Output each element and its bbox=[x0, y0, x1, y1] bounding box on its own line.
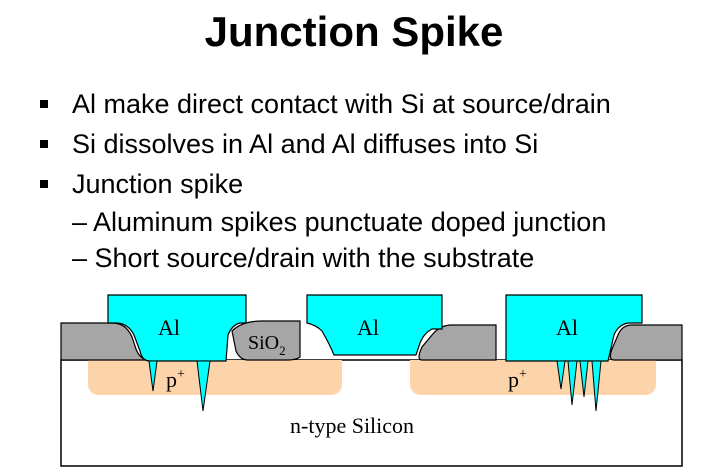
p-plus-region-right bbox=[410, 360, 656, 395]
bullet-text: Si dissolves in Al and Al diffuses into … bbox=[72, 129, 539, 159]
sio2-label: SiO2 bbox=[248, 332, 286, 358]
bullet-item: Al make direct contact with Si at source… bbox=[36, 84, 696, 124]
bullet-square-icon bbox=[40, 100, 48, 108]
p-plus-superscript: + bbox=[519, 367, 527, 382]
al-spike bbox=[196, 360, 211, 412]
sio2-oxide bbox=[60, 320, 683, 361]
bullet-item: Junction spike bbox=[36, 164, 696, 204]
sio2-label-main: SiO bbox=[248, 332, 279, 354]
sub-bullet-text: – Aluminum spikes punctuate doped juncti… bbox=[72, 207, 607, 237]
bullet-item: Si dissolves in Al and Al diffuses into … bbox=[36, 124, 696, 164]
slide-title: Junction Spike bbox=[204, 8, 504, 55]
al-spike bbox=[591, 360, 602, 412]
p-plus-region-left bbox=[88, 360, 342, 395]
p-plus-superscript: + bbox=[177, 367, 185, 382]
junction-spike-diagram: Al Al Al SiO2 p+ p+ n-type Silicon bbox=[60, 294, 683, 467]
sub-bullet-item: – Aluminum spikes punctuate doped juncti… bbox=[36, 204, 696, 240]
al-contact-left bbox=[107, 294, 247, 362]
al-label-left: Al bbox=[158, 315, 180, 340]
sub-bullet-text: – Short source/drain with the substrate bbox=[72, 243, 535, 273]
al-spike bbox=[556, 360, 566, 390]
bullet-square-icon bbox=[40, 140, 48, 148]
bullet-square-icon bbox=[40, 180, 48, 188]
sub-bullet-item: – Short source/drain with the substrate bbox=[36, 240, 696, 276]
p-plus-main: p bbox=[166, 367, 177, 392]
al-label-middle: Al bbox=[357, 315, 379, 340]
bullet-list: Al make direct contact with Si at source… bbox=[36, 84, 696, 276]
al-spike bbox=[148, 360, 158, 392]
al-label-right: Al bbox=[556, 315, 578, 340]
al-spike bbox=[567, 360, 578, 406]
p-plus-label-right: p+ bbox=[508, 367, 527, 392]
al-contact-middle bbox=[306, 294, 443, 356]
substrate-label: n-type Silicon bbox=[290, 413, 414, 438]
p-plus-label-left: p+ bbox=[166, 367, 185, 392]
al-contact-right bbox=[505, 294, 643, 362]
p-plus-main: p bbox=[508, 367, 519, 392]
al-spike bbox=[579, 360, 589, 398]
bullet-text: Junction spike bbox=[72, 169, 244, 199]
bullet-text: Al make direct contact with Si at source… bbox=[72, 89, 611, 119]
sio2-label-subscript: 2 bbox=[279, 343, 286, 358]
